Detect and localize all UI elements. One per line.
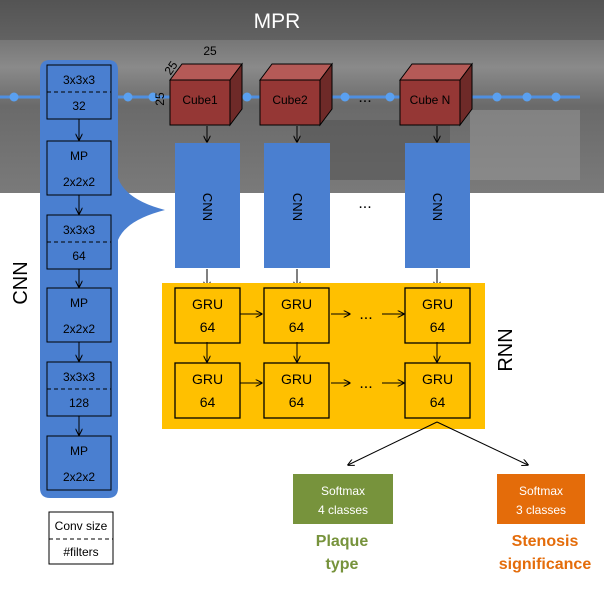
layer-conv-3: 3x3x3 64 [46, 214, 112, 270]
layer-bottom-label: 128 [69, 396, 89, 410]
layer-conv-1: 3x3x3 32 [46, 64, 112, 120]
layer-top-label: MP [70, 149, 88, 163]
gru-unit-r2-c1: GRU 64 [174, 362, 241, 419]
cube-dim-width: 25 [203, 44, 217, 58]
cube-1: Cube1 [169, 62, 243, 127]
gru-connections [207, 314, 437, 383]
output-arrows [348, 421, 528, 465]
layer-top-label: 3x3x3 [63, 223, 95, 237]
layer-bottom-label: 2x2x2 [63, 322, 95, 336]
layer-conv-5: 3x3x3 128 [46, 361, 112, 417]
softmax-plaque-box [293, 474, 393, 524]
gru-unit-r2-c2: GRU 64 [263, 362, 330, 419]
cube-to-cnn-arrows [207, 126, 437, 142]
gru-unit-size: 64 [430, 319, 446, 335]
cnn-block-n [405, 143, 470, 268]
cnn-blocks: CNN CNN CNN ... [175, 143, 470, 268]
legend-conv-size: Conv size [55, 519, 108, 533]
cube-ellipsis: ... [358, 89, 371, 106]
cube-n: Cube N [399, 62, 473, 127]
gru-unit-size: 64 [200, 394, 216, 410]
legend: Conv size #filters [48, 511, 114, 565]
gru-unit-type: GRU [192, 296, 223, 312]
rnn-side-label: RNN [495, 328, 517, 371]
cube-group: Cube1 Cube2 Cube N 25 25 25 ... [153, 44, 473, 127]
gru-unit-r1-c1: GRU 64 [174, 287, 241, 344]
stenosis-label-line2: significance [499, 556, 592, 573]
layer-pool-4: MP 2x2x2 [46, 287, 112, 343]
gru-unit-type: GRU [281, 371, 312, 387]
cnn-ellipsis: ... [358, 195, 371, 212]
layer-bottom-label: 32 [72, 99, 86, 113]
cnn-block-label: CNN [200, 193, 215, 221]
plaque-label-line1: Plaque [316, 533, 369, 550]
cnn-block-label: CNN [290, 193, 305, 221]
softmax-stenosis-title: Softmax [519, 484, 563, 498]
output-stenosis: Softmax 3 classes Stenosis significance [497, 474, 591, 573]
layer-top-label: 3x3x3 [63, 73, 95, 87]
layer-top-label: MP [70, 296, 88, 310]
softmax-stenosis-box [497, 474, 585, 524]
cnn-side-label: CNN [10, 261, 32, 304]
softmax-plaque-title: Softmax [321, 484, 365, 498]
layer-top-label: 3x3x3 [63, 370, 95, 384]
gru-unit-size: 64 [289, 394, 305, 410]
stenosis-label-line1: Stenosis [512, 533, 579, 550]
softmax-stenosis-classes: 3 classes [516, 503, 566, 517]
gru-unit-type: GRU [422, 296, 453, 312]
layer-pool-2: MP 2x2x2 [46, 140, 112, 196]
cube-label: Cube N [410, 93, 451, 107]
gru-unit-type: GRU [192, 371, 223, 387]
plaque-label-line2: type [326, 556, 359, 573]
layer-bottom-label: 2x2x2 [63, 175, 95, 189]
gru-unit-r2-c3: GRU 64 [404, 362, 471, 419]
layer-pool-6: MP 2x2x2 [46, 435, 112, 491]
legend-filters: #filters [63, 545, 98, 559]
cnn-block-label: CNN [430, 193, 445, 221]
cnn-block-1 [175, 143, 240, 268]
layer-stack: 3x3x332MP2x2x23x3x364MP2x2x23x3x3128MP2x… [46, 64, 112, 491]
gru-unit-size: 64 [200, 319, 216, 335]
cnn-block-2 [264, 143, 330, 268]
layer-bottom-label: 2x2x2 [63, 470, 95, 484]
gru-unit-size: 64 [289, 319, 305, 335]
cube-label: Cube1 [182, 93, 218, 107]
cube-dim-height: 25 [153, 92, 167, 106]
gru-unit-size: 64 [430, 394, 446, 410]
layer-bottom-label: 64 [72, 249, 86, 263]
gru-ellipsis: ... [359, 306, 372, 323]
gru-unit-type: GRU [281, 296, 312, 312]
softmax-plaque-classes: 4 classes [318, 503, 368, 517]
cube-label: Cube2 [272, 93, 308, 107]
gru-ellipsis: ... [359, 375, 372, 392]
gru-unit-type: GRU [422, 371, 453, 387]
output-plaque: Softmax 4 classes Plaque type [293, 474, 393, 573]
cube-2: Cube2 [259, 62, 333, 127]
mpr-title: MPR [254, 10, 301, 33]
gru-unit-r1-c3: GRU 64 [404, 287, 471, 344]
gru-unit-r1-c2: GRU 64 [263, 287, 330, 344]
layer-top-label: MP [70, 444, 88, 458]
